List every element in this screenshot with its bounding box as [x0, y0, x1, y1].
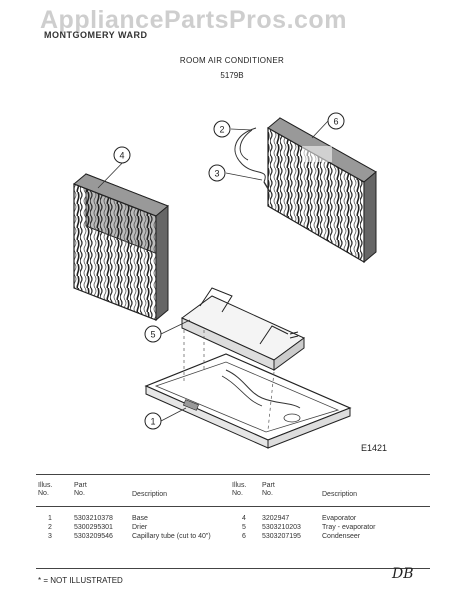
- brand-header: MONTGOMERY WARD: [44, 30, 148, 40]
- right-row-2-illus: 5: [242, 524, 246, 531]
- col-description-right: Description: [322, 491, 358, 498]
- table-top-rule: [36, 474, 430, 475]
- left-row-1-illus: 1: [48, 515, 52, 522]
- col-illus-no-right: Illus. No.: [232, 482, 247, 497]
- not-illustrated-note: * = NOT ILLUSTRATED: [38, 576, 123, 585]
- model-number: 5179B: [220, 71, 244, 80]
- col-illus-no-left: Illus. No.: [38, 482, 53, 497]
- page-title: ROOM AIR CONDITIONER: [179, 56, 285, 65]
- callout-5: 5: [144, 325, 162, 343]
- svg-text:1: 1: [150, 417, 155, 427]
- left-row-2-desc: Drier: [132, 524, 148, 531]
- col-part-no-right: Part No.: [262, 482, 275, 497]
- svg-text:5: 5: [150, 330, 155, 340]
- svg-text:2: 2: [219, 125, 224, 135]
- evaporator-coil: [73, 173, 169, 322]
- handwritten-initials: DB: [392, 566, 414, 582]
- figure-id: E1421: [361, 443, 388, 453]
- right-row-1-part: 3202947: [262, 515, 290, 522]
- left-row-3-part: 5303209546: [74, 533, 113, 540]
- evaporator-tray: [181, 287, 305, 371]
- svg-text:6: 6: [333, 117, 338, 127]
- callout-2: 2: [213, 120, 231, 138]
- right-row-2-desc: Tray - evaporator: [322, 524, 376, 531]
- right-row-1-desc: Evaporator: [322, 515, 357, 522]
- left-row-2-part: 5300295301: [74, 524, 113, 531]
- table-bottom-rule: [36, 568, 430, 569]
- left-row-2-illus: 2: [48, 524, 52, 531]
- alignment-lines: [183, 330, 275, 431]
- svg-text:3: 3: [214, 169, 219, 179]
- left-row-1-part: 5303210378: [74, 515, 113, 522]
- right-row-2-part: 5303210203: [262, 524, 301, 531]
- col-part-no-left: Part No.: [74, 482, 87, 497]
- callout-6: 6: [327, 112, 345, 130]
- condenser-coil: [267, 117, 377, 264]
- right-row-3-illus: 6: [242, 533, 246, 540]
- callout-4: 4: [113, 146, 131, 164]
- base-pan: [144, 353, 352, 449]
- exploded-parts-diagram: 4 2 3 6 5 1: [73, 112, 377, 449]
- right-row-3-desc: Condenseer: [322, 533, 361, 540]
- callout-1: 1: [144, 412, 162, 430]
- right-row-3-part: 5303207195: [262, 533, 301, 540]
- drier-and-capillary-tube: [234, 127, 271, 193]
- left-row-3-illus: 3: [48, 533, 52, 540]
- watermark: AppliancePartsPros.com: [40, 6, 347, 34]
- svg-text:4: 4: [119, 151, 124, 161]
- left-row-3-desc: Capillary tube (cut to 40"): [132, 533, 211, 540]
- col-description-left: Description: [132, 491, 168, 498]
- callout-3: 3: [208, 164, 226, 182]
- left-row-1-desc: Base: [132, 515, 148, 522]
- table-header-rule: [36, 506, 430, 507]
- right-row-1-illus: 4: [242, 515, 246, 522]
